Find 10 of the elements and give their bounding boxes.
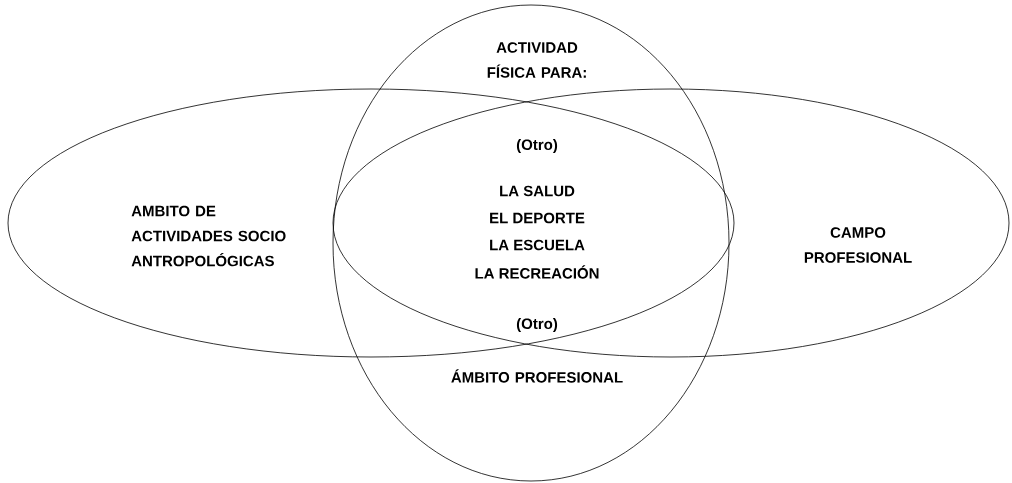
region-label: (Otro) xyxy=(516,139,558,153)
region-label: CAMPO PROFESIONAL xyxy=(804,227,912,263)
region-label: (Otro) xyxy=(516,318,558,332)
region-label: ÁMBITO PROFESIONAL xyxy=(451,369,623,383)
region-label: AMBITO DE ACTIVIDADES SOCIO ANTROPOLÓGICAS xyxy=(131,205,286,267)
region-label: ACTIVIDAD FÍSICA PARA: xyxy=(487,42,586,78)
region-label: LA SALUD xyxy=(500,185,575,197)
region-label: LA RECREACIÓN xyxy=(475,265,599,279)
region-label: LA ESCUELA xyxy=(490,239,585,251)
region-label: EL DEPORTE xyxy=(490,212,585,224)
